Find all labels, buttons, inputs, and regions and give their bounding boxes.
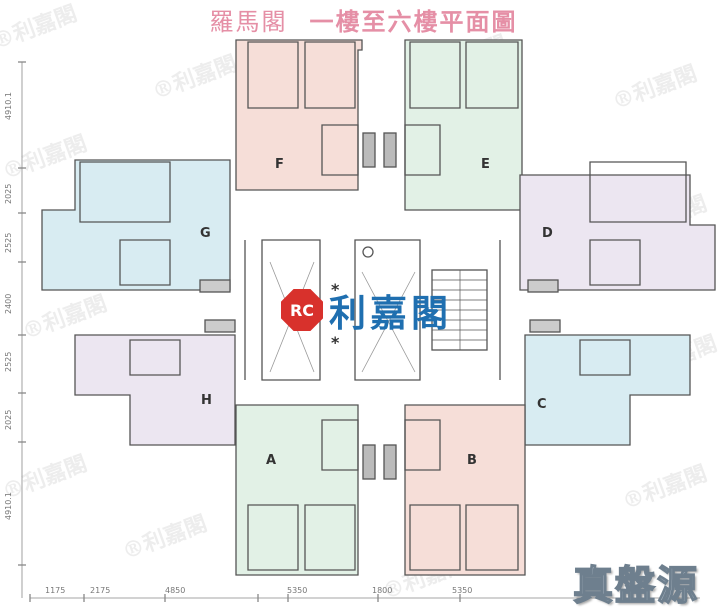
dim-vertical: 2525 <box>4 232 13 253</box>
dim-horizontal: 1175 <box>45 586 66 595</box>
dim-vertical: 2400 <box>4 293 13 314</box>
dim-horizontal: 5350 <box>452 586 473 595</box>
core-marker: * <box>331 280 340 299</box>
unit-label-b: B <box>467 453 477 468</box>
dim-vertical: 2025 <box>4 183 13 204</box>
agency-name: 利嘉閣 <box>329 291 452 335</box>
page-title: 羅馬閣一樓至六樓平面圖 <box>0 2 727 37</box>
core-marker: * <box>331 333 340 352</box>
unit-label-e: E <box>481 157 490 172</box>
dim-vertical: 2525 <box>4 351 13 372</box>
dim-horizontal: 2175 <box>90 586 111 595</box>
dim-vertical: 4910.1 <box>4 92 13 120</box>
dim-vertical: 2025 <box>4 409 13 430</box>
floor-plan-subtitle: 一樓至六樓平面圖 <box>309 7 518 36</box>
dim-vertical: 4910.1 <box>4 492 13 520</box>
unit-label-a: A <box>266 453 277 468</box>
unit-label-d: D <box>542 226 553 241</box>
brand-stamp: 真盤源 <box>572 562 699 610</box>
dim-horizontal: 5350 <box>287 586 308 595</box>
rc-badge-icon: RC <box>281 289 323 331</box>
unit-label-g: G <box>200 226 211 241</box>
unit-label-h: H <box>201 393 212 408</box>
estate-name: 羅馬閣 <box>209 8 288 36</box>
dim-horizontal: 4850 <box>165 586 186 595</box>
agency-logo: RC 利嘉閣 <box>281 283 452 337</box>
unit-label-c: C <box>537 397 547 412</box>
unit-label-f: F <box>275 157 284 172</box>
dim-horizontal: 1800 <box>372 586 393 595</box>
